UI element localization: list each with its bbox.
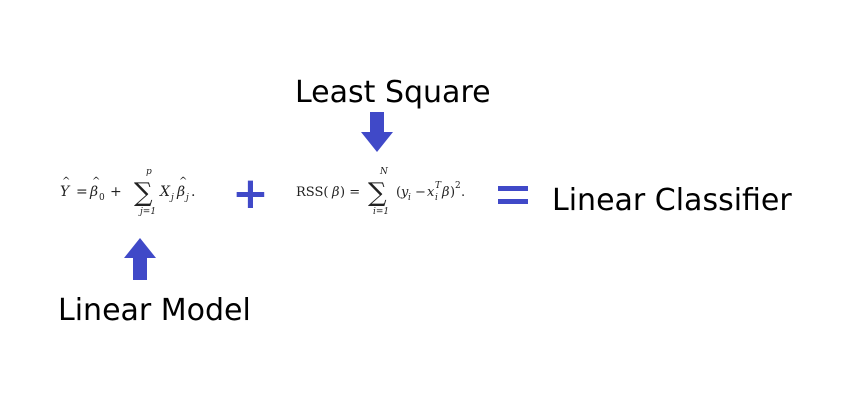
svg-text:y: y — [400, 185, 409, 200]
plus-operator: + — [232, 168, 269, 219]
svg-text:j: j — [169, 193, 174, 203]
svg-text:) =: ) = — [340, 185, 360, 200]
svg-text:β: β — [441, 185, 450, 200]
arrow-down-icon — [361, 112, 393, 152]
svg-text:2: 2 — [455, 181, 461, 191]
rss-formula: RSS( β ) = N ∑ i=1 ( y i − x T i β ) 2 . — [296, 167, 465, 217]
equals-operator — [498, 186, 528, 204]
svg-text:Y: Y — [60, 184, 71, 200]
svg-text:^: ^ — [179, 176, 187, 187]
svg-text:p: p — [146, 167, 152, 177]
svg-text:j: j — [184, 193, 189, 203]
svg-text:.: . — [191, 184, 195, 200]
svg-text:β: β — [331, 185, 340, 200]
svg-text:β: β — [89, 184, 98, 200]
linear-model-formula: Y ^ = β ^ 0 + p ∑ j=1 X j β ^ j . — [60, 167, 195, 217]
linear-model-label: Linear Model — [58, 293, 251, 328]
svg-text:∑: ∑ — [134, 178, 153, 208]
svg-text:T: T — [435, 181, 442, 191]
svg-text:i=1: i=1 — [373, 207, 389, 217]
svg-text:X: X — [159, 184, 171, 200]
svg-text:.: . — [461, 185, 465, 200]
svg-text:0: 0 — [99, 193, 105, 203]
least-square-label: Least Square — [295, 75, 491, 110]
svg-text:^: ^ — [62, 176, 70, 187]
svg-text:^: ^ — [92, 176, 100, 187]
svg-text:β: β — [176, 184, 185, 200]
svg-text:+: + — [110, 184, 122, 200]
svg-text:RSS(: RSS( — [296, 185, 328, 200]
svg-text:x: x — [427, 185, 435, 200]
svg-text:=: = — [76, 184, 88, 200]
svg-text:−: − — [415, 185, 426, 200]
svg-text:i: i — [435, 193, 438, 203]
svg-text:∑: ∑ — [368, 178, 387, 208]
svg-text:N: N — [379, 167, 389, 177]
linear-classifier-label: Linear Classifier — [552, 183, 792, 218]
svg-text:i: i — [408, 193, 411, 203]
svg-text:(: ( — [396, 185, 401, 200]
svg-text:): ) — [450, 185, 455, 200]
arrow-up-icon — [124, 238, 156, 280]
svg-text:j=1: j=1 — [138, 207, 156, 217]
